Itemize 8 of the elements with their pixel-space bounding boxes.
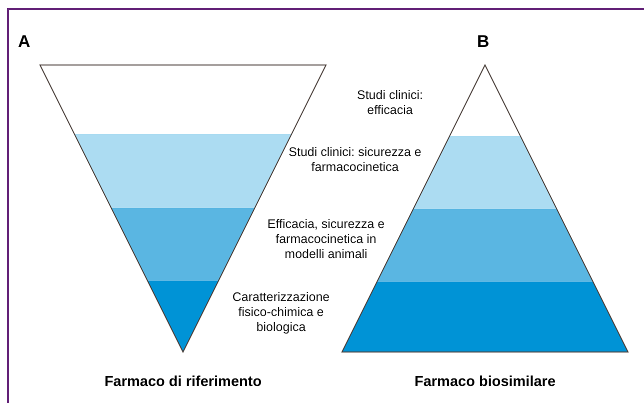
level-label: Studi clinici: efficacia (356, 88, 424, 118)
panel-letter: A (18, 32, 30, 52)
level-label: Studi clinici: sicurezza e farmacocinetica (288, 145, 422, 175)
panel-caption: Farmaco biosimilare (414, 374, 556, 390)
panel-caption: Farmaco di riferimento (104, 374, 262, 390)
level-label: Efficacia, sicurezza e farmacocinetica in modelli animali (266, 217, 386, 262)
panel-letter: B (477, 32, 490, 52)
level-label: Caratterizzazione fisico-chimica e biologica (231, 290, 331, 335)
